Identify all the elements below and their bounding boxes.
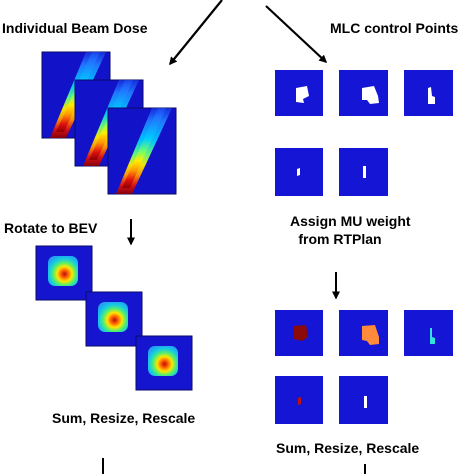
assign-mu-label-line1: Assign MU weight <box>290 213 411 229</box>
weighted-tile <box>275 310 323 356</box>
beam-dose-label: Individual Beam Dose <box>2 20 148 36</box>
rotate-bev-label: Rotate to BEV <box>4 220 98 236</box>
diagonal-arrow-icon <box>265 5 328 64</box>
sum-resize-rescale-right-label: Sum, Resize, Rescale <box>276 440 420 456</box>
weighted-tile <box>404 310 453 356</box>
assign-mu-label-line2: from RTPlan <box>298 231 382 247</box>
sum-resize-rescale-left-label: Sum, Resize, Rescale <box>52 410 196 426</box>
mlc-control-points-label: MLC control Points <box>330 20 459 36</box>
mlc-tile <box>404 70 453 116</box>
mlc-tile <box>275 70 323 116</box>
bev-dose-image <box>85 291 143 347</box>
diagonal-arrow-icon <box>169 0 223 66</box>
beam-dose-image <box>107 107 177 195</box>
weighted-control-points-grid <box>275 310 453 424</box>
beam-dose-stack <box>41 51 177 195</box>
bev-dose-image <box>35 245 93 301</box>
mlc-tile <box>275 148 323 196</box>
mlc-tile <box>339 148 388 196</box>
weighted-tile <box>275 376 323 424</box>
bev-dose-stack <box>35 245 193 391</box>
mlc-control-points-grid <box>275 70 453 196</box>
bev-dose-image <box>135 335 193 391</box>
mlc-tile <box>339 70 388 116</box>
weighted-tile <box>339 310 388 356</box>
weighted-tile <box>339 376 388 424</box>
